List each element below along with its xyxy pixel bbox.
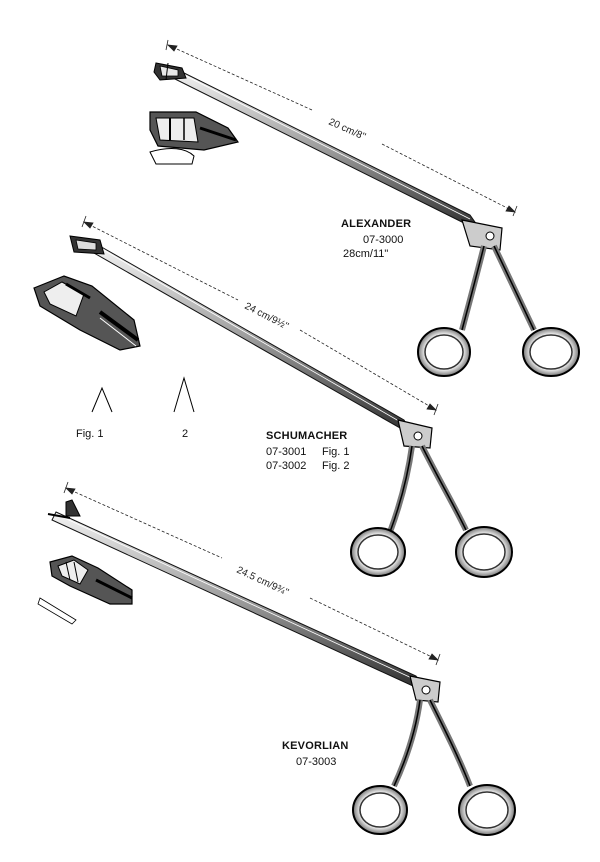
schumacher-tip-detail	[33, 275, 141, 351]
schumacher-forceps: 24 cm/9½''	[33, 215, 513, 578]
alexander-size: 28cm/11"	[343, 248, 389, 260]
kevorlian-finger-rings	[352, 784, 516, 836]
alexander-shaft	[172, 69, 483, 233]
schumacher-code-2: 07-3002	[266, 460, 307, 472]
alexander-name: ALEXANDER	[341, 218, 412, 230]
alexander-dimension-label: 20 cm/8''	[327, 117, 368, 143]
alexander-code: 07-3000	[363, 234, 404, 246]
kevorlian-forceps: 24.5 cm/9¾''	[37, 481, 516, 836]
alexander-finger-rings	[417, 327, 580, 377]
kevorlian-hinge	[409, 675, 441, 703]
kevorlian-tip	[47, 499, 81, 519]
alexander-handles	[459, 244, 537, 332]
alexander-hinge	[461, 219, 503, 251]
schumacher-dimension-line	[81, 215, 439, 416]
schumacher-tip	[69, 235, 105, 255]
alexander-forceps: 20 cm/8''	[149, 39, 580, 377]
alexander-dimension-line	[165, 39, 518, 217]
schumacher-shaft	[93, 244, 415, 437]
schumacher-fig-2: Fig. 2	[322, 460, 350, 472]
kevorlian-code: 07-3003	[296, 756, 337, 768]
schumacher-handles	[387, 444, 469, 534]
fig1-jaw-profile	[91, 386, 113, 413]
schumacher-name: SCHUMACHER	[266, 430, 348, 442]
schumacher-finger-rings	[350, 526, 513, 578]
kevorlian-handles	[391, 698, 473, 788]
kevorlian-dimension-label: 24.5 cm/9¾''	[235, 565, 291, 599]
schumacher-hinge	[397, 419, 433, 449]
schumacher-fig-1: Fig. 1	[322, 446, 350, 458]
kevorlian-name: KEVORLIAN	[282, 740, 349, 752]
fig2-jaw-profile	[173, 376, 195, 413]
alexander-tip-detail	[149, 111, 240, 165]
fig2-label: 2	[182, 428, 189, 440]
schumacher-code-1: 07-3001	[266, 446, 307, 458]
schumacher-dimension-label: 24 cm/9½''	[243, 301, 291, 333]
kevorlian-dimension-line	[63, 481, 441, 666]
alexander-tip	[153, 62, 187, 81]
kevorlian-tip-detail	[37, 555, 133, 625]
fig1-label: Fig. 1	[76, 428, 104, 440]
